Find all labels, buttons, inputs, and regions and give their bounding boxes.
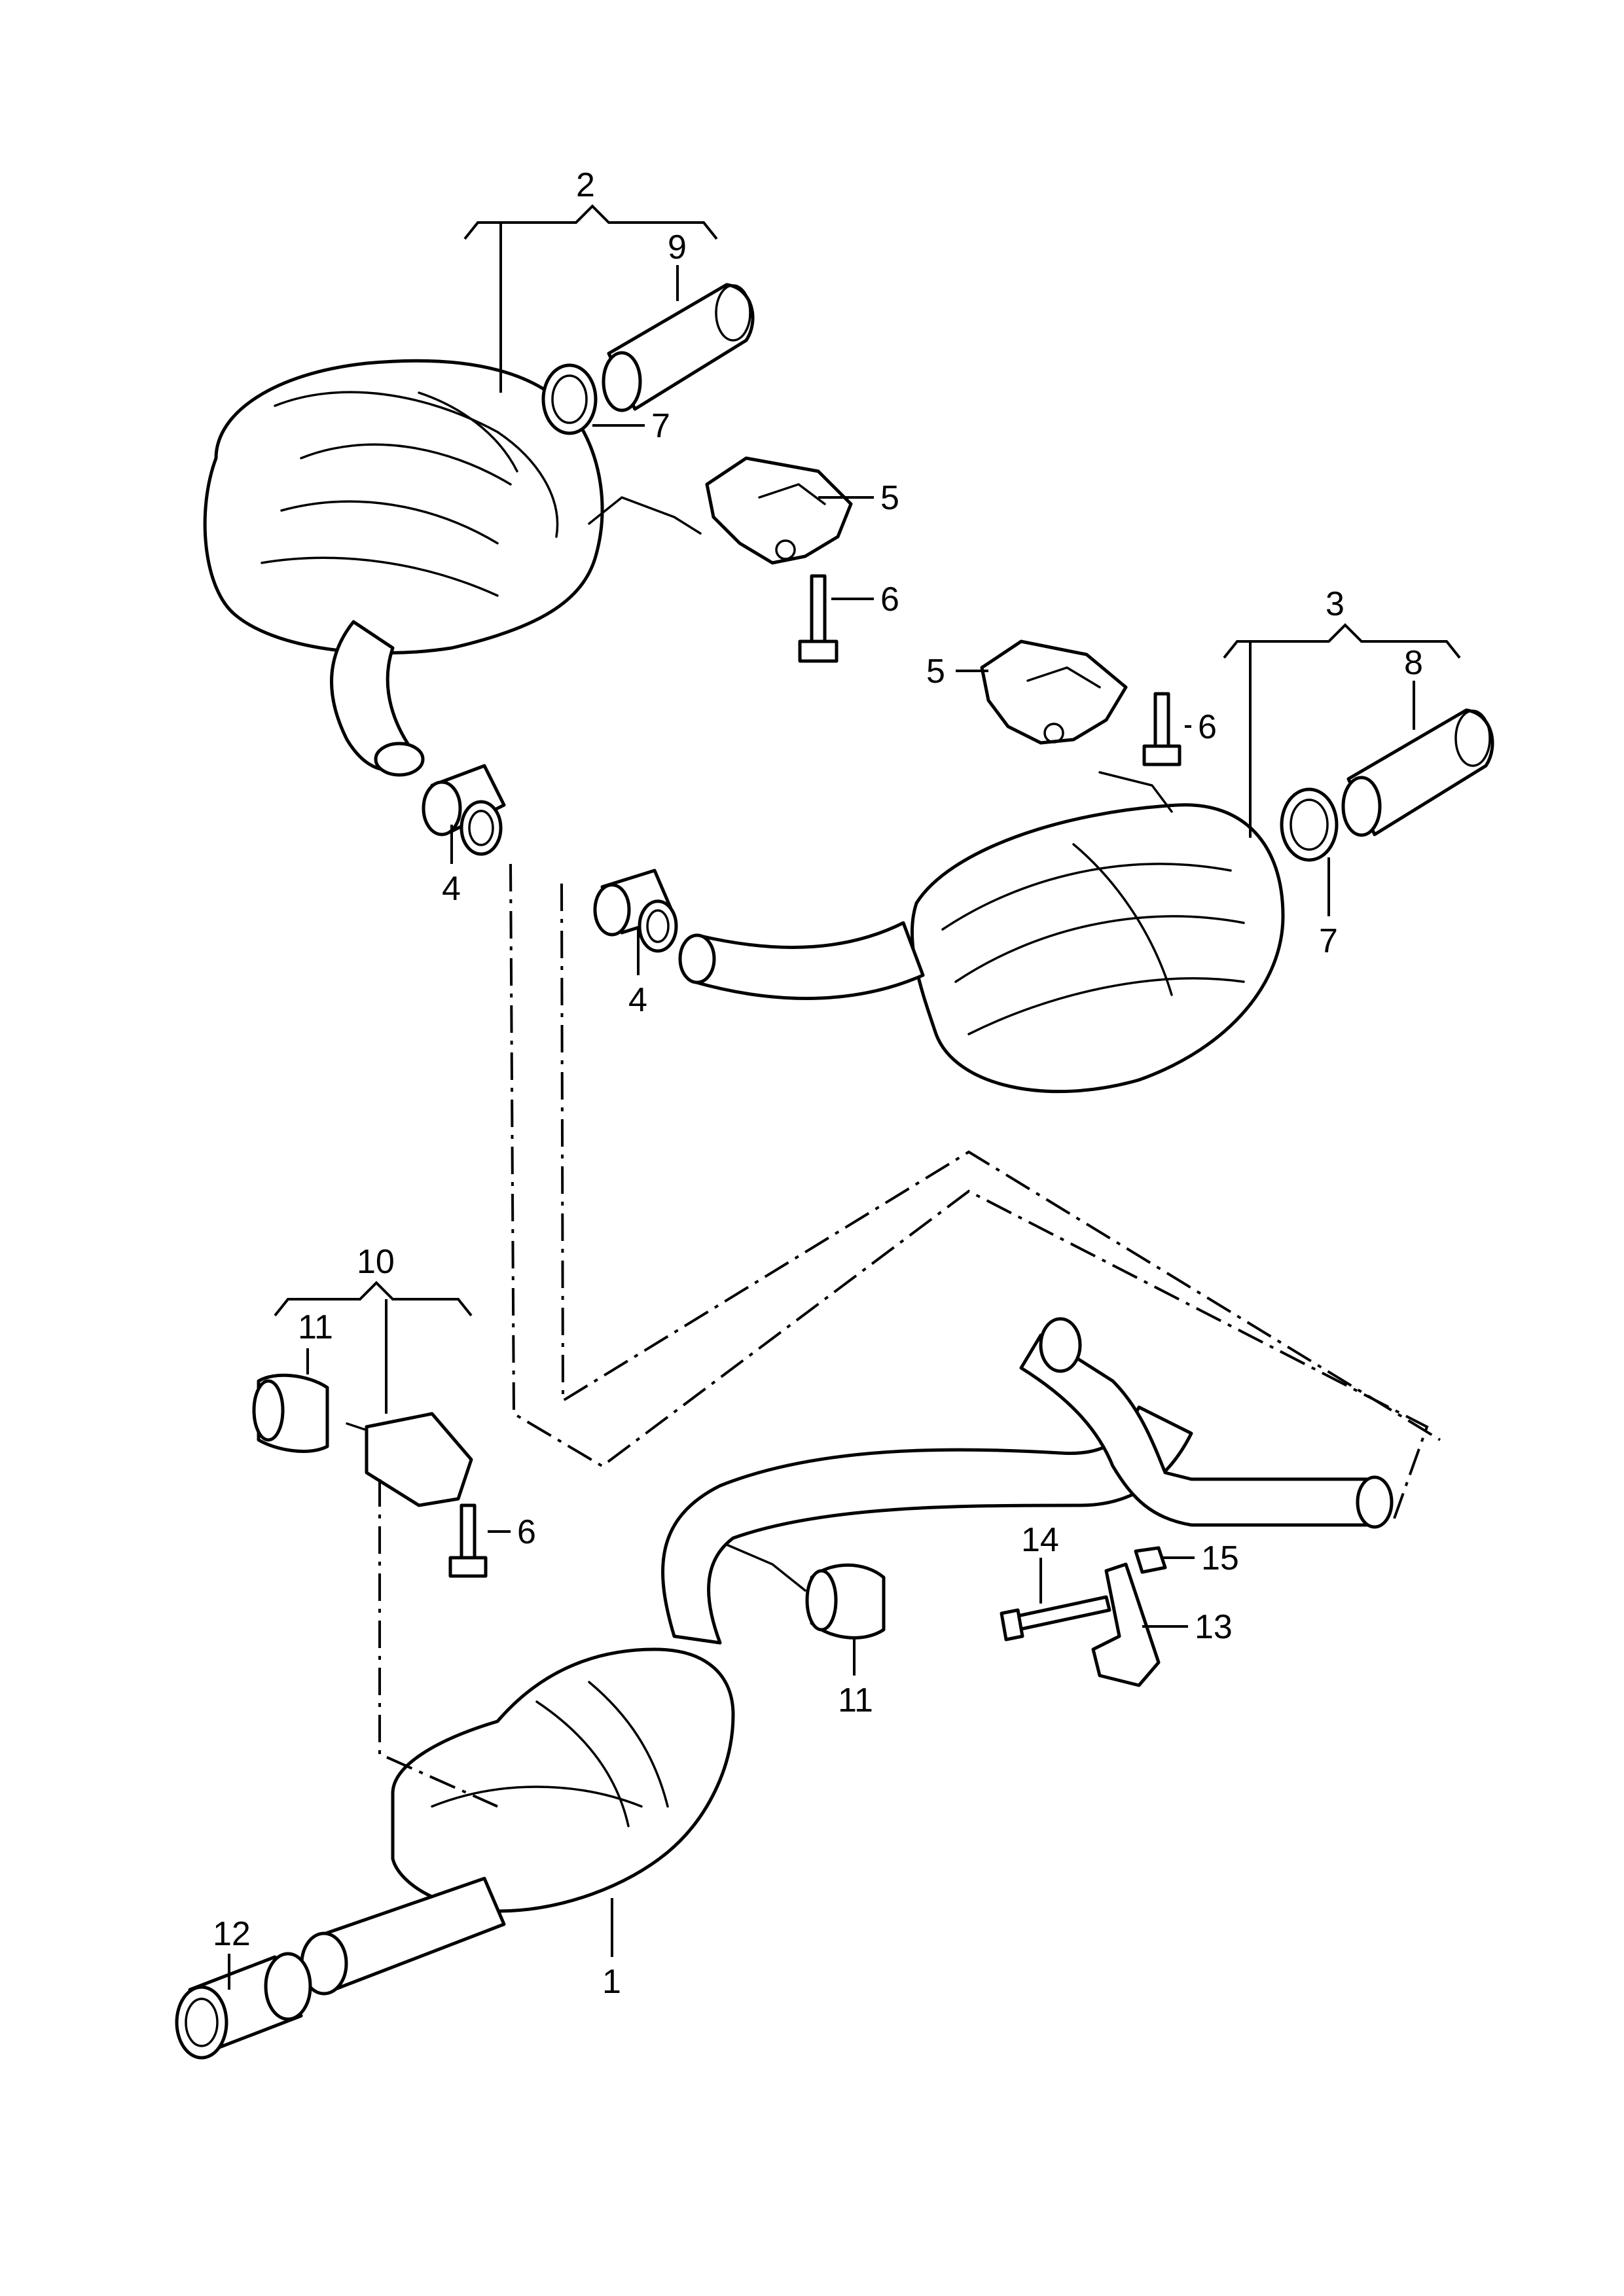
callout-1: 1 bbox=[602, 1963, 621, 2001]
callout-6: 6 bbox=[517, 1513, 536, 1551]
callout-14: 14 bbox=[1021, 1521, 1059, 1559]
callout-4: 4 bbox=[442, 870, 461, 908]
leader-lines bbox=[228, 265, 1415, 1990]
callout-9: 9 bbox=[668, 228, 687, 266]
mounting-hardware bbox=[252, 1373, 1167, 1687]
callout-12: 12 bbox=[213, 1915, 251, 1953]
callout-13: 13 bbox=[1195, 1608, 1233, 1646]
group-brackets bbox=[274, 204, 1461, 1414]
callout-5: 5 bbox=[926, 653, 945, 691]
callout-4: 4 bbox=[628, 981, 647, 1019]
callout-6: 6 bbox=[1198, 708, 1217, 746]
callout-11: 11 bbox=[838, 1681, 873, 1719]
rear-silencer-right bbox=[593, 639, 1494, 1094]
callout-15: 15 bbox=[1201, 1539, 1239, 1577]
rear-silencer-left bbox=[203, 283, 853, 856]
callout-7: 7 bbox=[1319, 922, 1338, 960]
callout-2: 2 bbox=[576, 166, 595, 204]
callout-5: 5 bbox=[880, 479, 899, 517]
callout-3: 3 bbox=[1326, 585, 1344, 623]
callout-labels: 2 9 7 5 6 3 8 5 6 4 4 7 10 11 6 14 15 13… bbox=[213, 166, 1423, 2001]
callout-11: 11 bbox=[298, 1308, 333, 1346]
assembly-lines bbox=[378, 863, 1441, 1808]
callout-10: 10 bbox=[357, 1243, 395, 1281]
callout-7: 7 bbox=[651, 407, 670, 445]
front-silencer-y-pipe bbox=[175, 1317, 1394, 2060]
callout-6: 6 bbox=[880, 581, 899, 619]
callout-8: 8 bbox=[1404, 644, 1423, 682]
